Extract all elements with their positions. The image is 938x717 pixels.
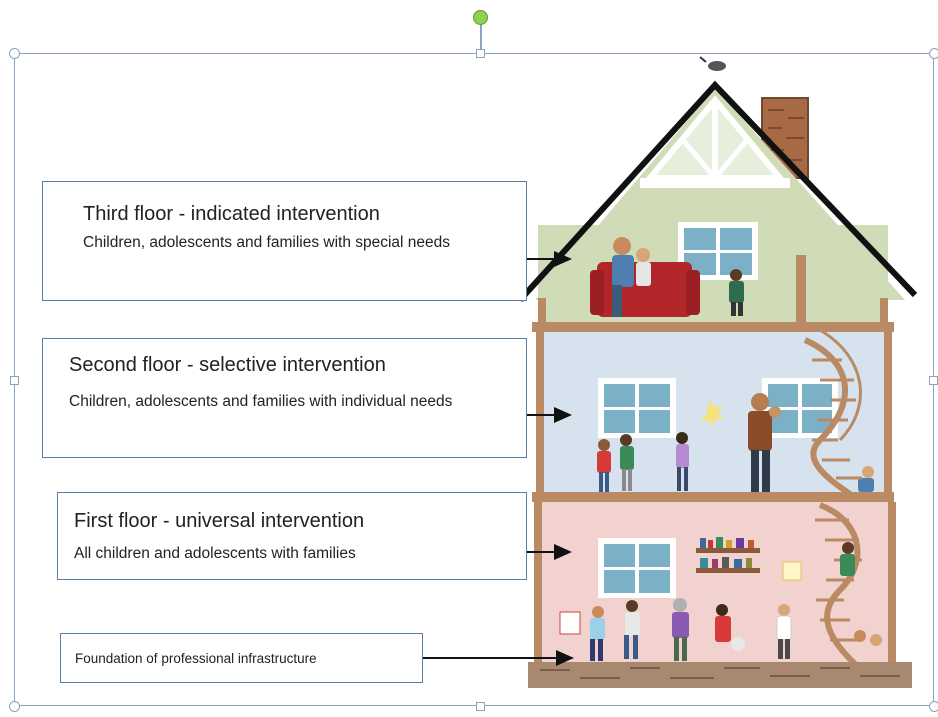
third-floor-description: Children, adolescents and families with … xyxy=(83,234,451,251)
foundation-title: Foundation of professional infrastructur… xyxy=(75,651,317,666)
bird-icon xyxy=(708,61,726,71)
first-floor-title: First floor - universal intervention xyxy=(74,510,365,532)
child-figure-5 xyxy=(626,600,638,612)
adult-reading-figure xyxy=(613,237,631,255)
child-climbing-figure xyxy=(842,542,854,554)
child-figure-3 xyxy=(676,432,688,444)
child-figure-8 xyxy=(778,604,790,616)
second-floor-label-box[interactable]: Second floor - selective intervention Ch… xyxy=(42,338,527,458)
foundation xyxy=(528,662,912,688)
third-floor-label-box[interactable]: Third floor - indicated intervention Chi… xyxy=(42,181,527,301)
foundation-label-box[interactable]: Foundation of professional infrastructur… xyxy=(60,633,423,683)
wall-picture xyxy=(782,561,802,581)
roof-line xyxy=(517,80,918,303)
child-figure-7 xyxy=(716,604,728,616)
child-figure-6 xyxy=(673,598,687,612)
child-standing-figure xyxy=(730,269,742,281)
chimney-bricks xyxy=(768,109,804,161)
resize-handle-bottom-left[interactable] xyxy=(9,701,20,712)
resize-handle-top-left[interactable] xyxy=(9,48,20,59)
child-figure-2 xyxy=(620,434,632,446)
child-on-stairs-figure xyxy=(862,466,874,478)
star-drawing-icon xyxy=(700,400,724,428)
third-floor-title: Third floor - indicated intervention xyxy=(83,203,380,225)
second-floor-title: Second floor - selective intervention xyxy=(69,354,386,376)
child-figure-4 xyxy=(592,606,604,618)
second-floor-description: Children, adolescents and families with … xyxy=(69,393,453,410)
child-figure-1 xyxy=(598,439,610,451)
poster xyxy=(559,611,581,635)
resize-handle-left[interactable] xyxy=(10,376,19,385)
adult-figure xyxy=(751,393,769,411)
resize-handle-top[interactable] xyxy=(476,49,485,58)
first-floor-label-box[interactable]: First floor - universal intervention All… xyxy=(57,492,527,580)
rotation-handle[interactable] xyxy=(473,10,488,25)
second-floor-beam xyxy=(532,492,894,502)
rotation-handle-stem xyxy=(480,20,482,50)
child-on-sofa-figure xyxy=(636,248,650,262)
resize-handle-bottom[interactable] xyxy=(476,702,485,711)
bookshelf xyxy=(696,548,760,553)
first-floor-description: All children and adolescents with famili… xyxy=(74,545,356,562)
resize-handle-bottom-right[interactable] xyxy=(929,701,938,712)
resize-handle-top-right[interactable] xyxy=(929,48,938,59)
third-floor-beam xyxy=(532,322,894,332)
